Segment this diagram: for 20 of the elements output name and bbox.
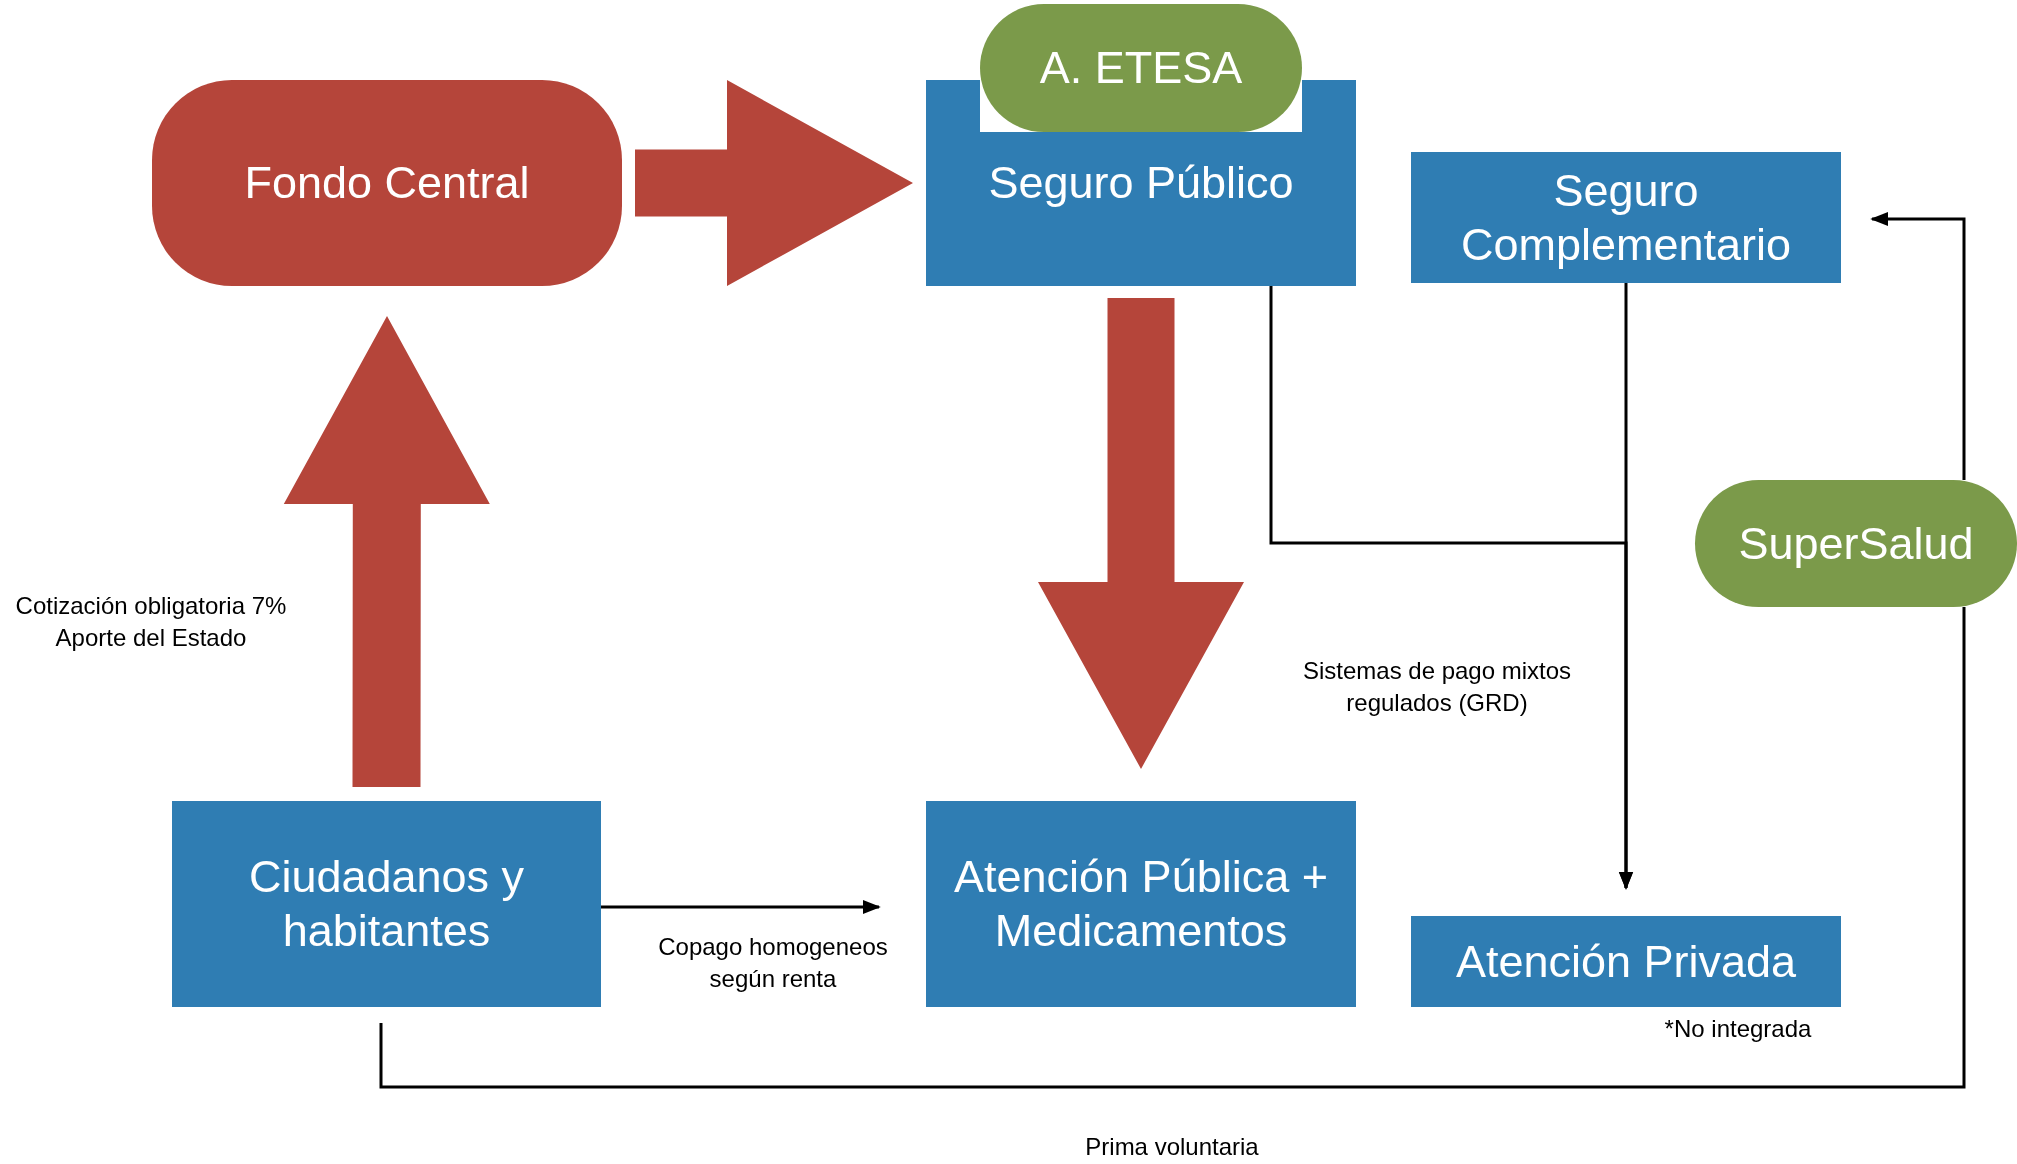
process-box: Ciudadanos y habitantes [172,801,601,1007]
block-arrow [1038,298,1244,769]
block-arrow [283,316,490,787]
process-box: Atención Privada [1411,916,1841,1007]
edge-label: Cotización obligatoria 7% Aporte del Estado [14,590,288,653]
arrow [1870,211,1966,480]
arrow [1618,283,1634,890]
pill-shape: A. ETESA [980,4,1302,132]
edge-label: Prima voluntaria [1084,1131,1260,1162]
edge-label: Copago homogeneos según renta [657,931,889,994]
process-box: Atención Pública + Medicamentos [926,801,1356,1007]
process-box: Seguro Complementario [1411,152,1841,283]
process-box: Seguro Público [926,132,1356,286]
rounded-box: Fondo Central [152,80,622,286]
arrow [601,899,881,915]
connector-line [379,607,1966,1089]
pill-shape: SuperSalud [1695,480,2017,607]
edge-label: Sistemas de pago mixtos regulados (GRD) [1301,655,1573,718]
note-text: *No integrada [1664,1013,1812,1044]
block-arrow [635,80,913,286]
